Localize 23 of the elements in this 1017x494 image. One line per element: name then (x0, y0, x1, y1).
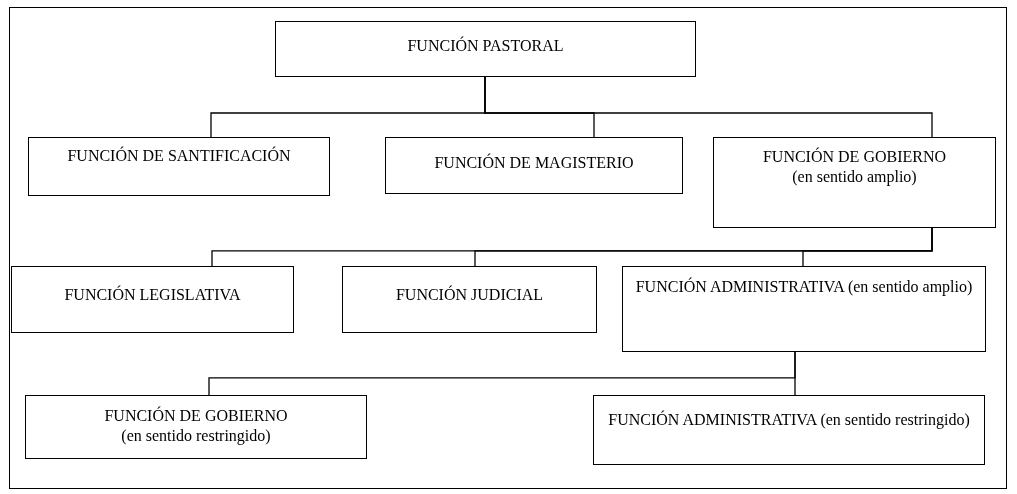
function-box (25, 395, 367, 459)
box-label: FUNCIÓN LEGISLATIVA (64, 285, 241, 305)
function-box (11, 266, 294, 333)
function-box (713, 137, 996, 228)
box-label: FUNCIÓN DE SANTIFICACIÓN (67, 146, 291, 166)
function-box (275, 21, 696, 77)
box-label: (en sentido amplio) (792, 167, 917, 187)
box-label: FUNCIÓN ADMINISTRATIVA (en sentido amplio) (635, 277, 973, 297)
connector-line (484, 76, 933, 138)
box-label: (en sentido restringido) (121, 426, 271, 446)
function-box (342, 266, 597, 333)
function-box (622, 266, 986, 352)
connector-line (802, 227, 933, 267)
box-label: FUNCIÓN DE GOBIERNO (104, 406, 288, 426)
function-box (385, 137, 683, 194)
function-box (593, 395, 985, 465)
box-label: FUNCIÓN ADMINISTRATIVA (en sentido restringido) (608, 410, 970, 430)
box-label: FUNCIÓN PASTORAL (407, 36, 564, 56)
function-box (28, 137, 330, 196)
box-label: FUNCIÓN JUDICIAL (395, 285, 544, 305)
box-label: FUNCIÓN DE MAGISTERIO (434, 153, 634, 173)
connector-line (794, 351, 796, 396)
box-label: FUNCIÓN DE GOBIERNO (762, 147, 947, 167)
